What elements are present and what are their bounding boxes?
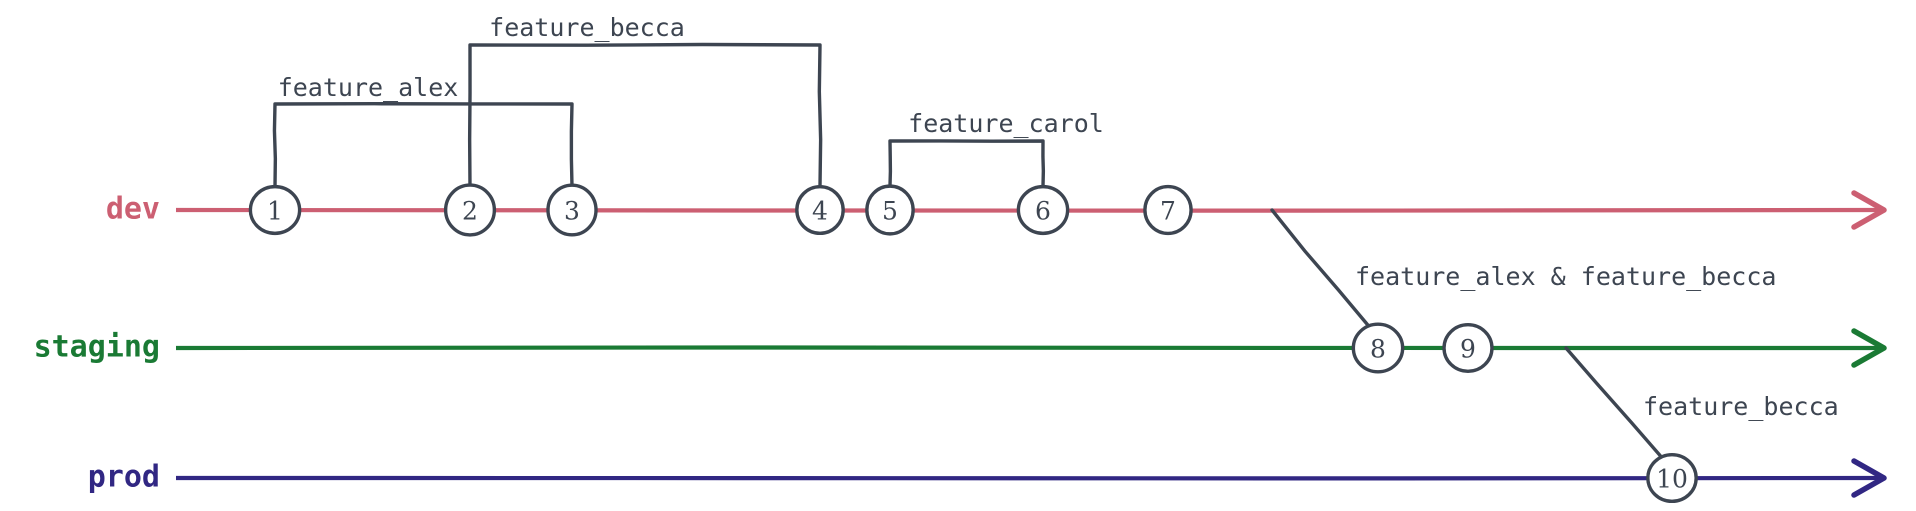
commit-circle (248, 184, 302, 236)
commit-label: 8 (1370, 335, 1386, 364)
merge-lines-group (1270, 208, 1666, 462)
commit-circle (1016, 184, 1070, 236)
feature-label-becca: feature_becca (489, 13, 685, 42)
branch-lines-group (175, 207, 1881, 481)
commit-circle (1442, 323, 1494, 373)
commit-node-5[interactable]: 5 (865, 184, 915, 236)
branch-line-staging (175, 345, 1881, 351)
arrowhead-dev (1851, 190, 1887, 230)
commit-node-1[interactable]: 1 (248, 184, 302, 236)
branch-label-staging: staging (34, 330, 160, 365)
commit-label: 5 (882, 197, 898, 226)
commit-nodes-group: 1 2 3 4 5 6 7 8 9 10 (248, 183, 1698, 504)
commit-label: 10 (1656, 465, 1688, 494)
feature-label-carol: feature_carol (908, 109, 1104, 138)
commit-label: 3 (564, 197, 580, 226)
feature-brackets-group (272, 42, 1046, 188)
commit-circle (1646, 452, 1698, 504)
commit-node-6[interactable]: 6 (1016, 184, 1070, 236)
commit-circle (1143, 184, 1193, 236)
branch-label-prod: prod (88, 460, 160, 495)
commit-node-4[interactable]: 4 (795, 184, 845, 236)
commit-circle (443, 183, 497, 237)
branch-label-dev: dev (106, 192, 160, 227)
commit-node-7[interactable]: 7 (1143, 184, 1193, 236)
commit-node-2[interactable]: 2 (443, 183, 497, 237)
merge-staging-to-prod (1564, 346, 1666, 462)
feature-labels-group: feature_alex feature_becca feature_carol (278, 13, 1104, 138)
commit-node-3[interactable]: 3 (546, 183, 598, 237)
feature-bracket-feature_becca (467, 42, 823, 188)
arrowhead-prod (1851, 458, 1887, 498)
merge-labels-group: feature_alex & feature_becca feature_bec… (1355, 262, 1839, 421)
commit-node-10[interactable]: 10 (1646, 452, 1698, 504)
commit-node-9[interactable]: 9 (1442, 323, 1494, 373)
commit-label: 7 (1160, 197, 1176, 226)
merge-label-staging-to-prod: feature_becca (1643, 392, 1839, 421)
commit-circle (546, 183, 598, 237)
branch-labels-group: dev staging prod (34, 192, 160, 495)
feature-bracket-feature_carol (888, 139, 1046, 188)
commit-label: 2 (462, 197, 478, 226)
commit-circle (795, 184, 845, 236)
merge-label-dev-to-staging: feature_alex & feature_becca (1355, 262, 1776, 291)
commit-circle (865, 184, 915, 236)
merge-dev-to-staging (1270, 208, 1374, 332)
commit-label: 9 (1460, 335, 1476, 364)
commit-node-8[interactable]: 8 (1351, 322, 1405, 374)
feature-bracket-feature_alex (272, 102, 574, 188)
branch-arrowheads-group (1851, 190, 1887, 498)
arrowhead-staging (1851, 328, 1887, 368)
commit-circle (1351, 322, 1405, 374)
feature-label-alex: feature_alex (278, 73, 459, 102)
commit-label: 6 (1035, 197, 1051, 226)
commit-label: 1 (267, 197, 283, 226)
commit-label: 4 (812, 197, 828, 226)
